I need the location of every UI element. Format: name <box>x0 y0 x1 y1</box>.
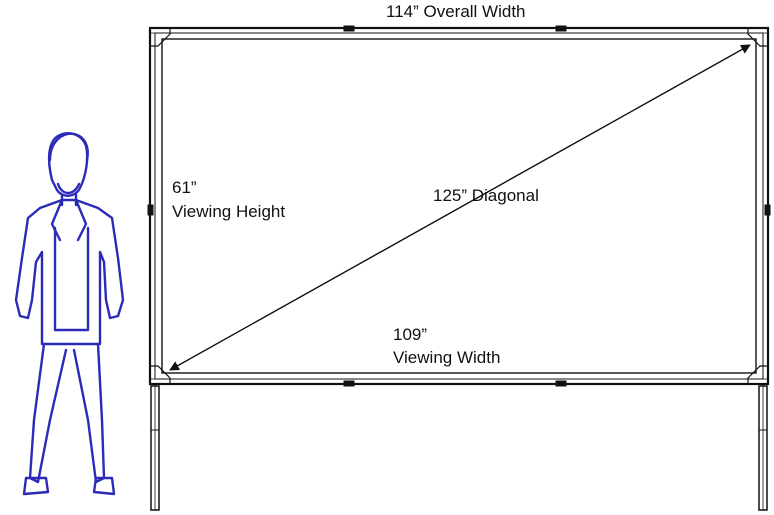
diagonal-arrow <box>169 44 751 371</box>
viewing-height-value: 61” <box>172 178 197 197</box>
stand-legs <box>150 385 768 511</box>
standing-person-icon <box>14 132 125 496</box>
overall-width-label: 114” Overall Width <box>386 2 526 21</box>
viewing-width-value: 109” <box>393 325 428 344</box>
viewing-width-label: Viewing Width <box>393 348 501 367</box>
screen-frame <box>147 25 771 387</box>
viewing-height-label: Viewing Height <box>172 202 286 221</box>
diagonal-label: 125” Diagonal <box>433 186 539 205</box>
